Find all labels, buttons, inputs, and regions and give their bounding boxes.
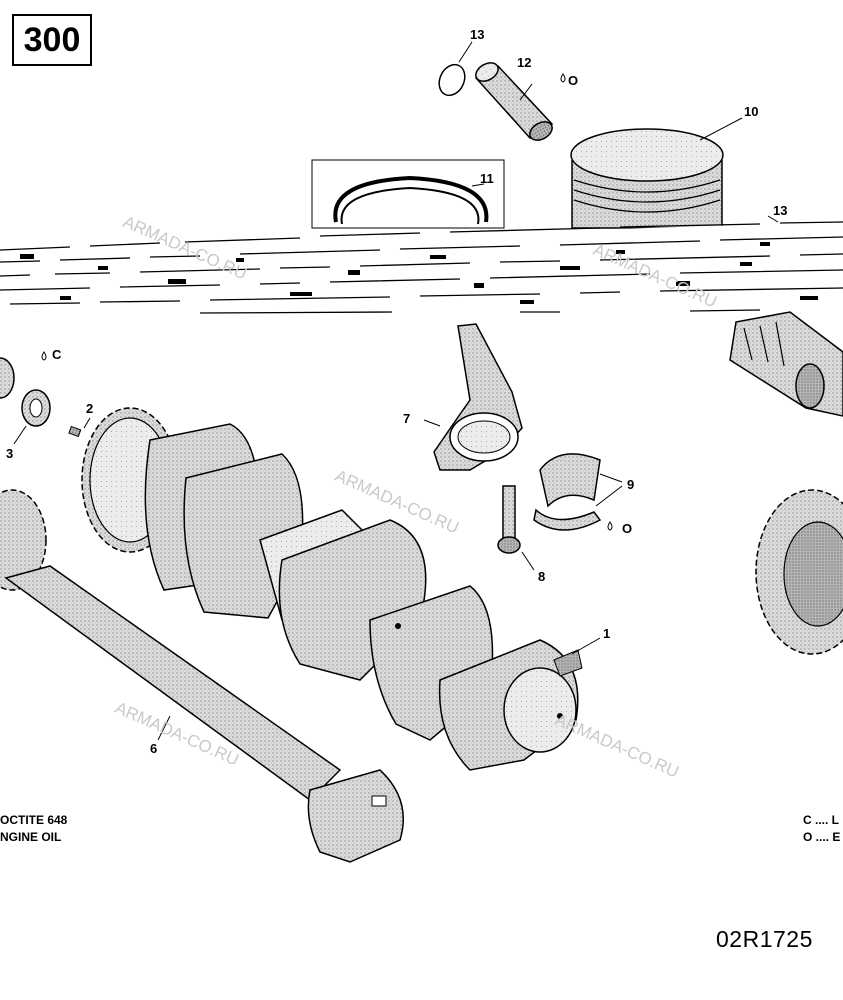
callout-label: 2 [86,401,94,416]
oil-symbol-letter: O [622,521,633,536]
figure-code: 02R1725 [716,926,813,952]
callout-label: 1 [603,626,611,641]
connecting-rod-part [423,323,523,471]
legend-left-line: NGINE OIL [0,830,62,844]
page-code-box: 300 [12,14,92,66]
piston-rings-part [311,159,505,229]
callout-label: 6 [150,741,158,756]
balancer-shaft-end-part [729,311,843,417]
piston-pin-part [474,62,566,141]
bearing-parts-left [0,351,51,445]
dowel-pin-part [68,417,91,438]
callout-label: 8 [538,569,546,584]
callout-label: 12 [517,55,532,70]
callout-label: 13 [773,203,788,218]
con-rod-bearing-part [533,453,623,531]
callout-label: 9 [627,477,635,492]
balancer-shaft-part [0,489,404,863]
piston-part [570,117,743,229]
con-rod-screw-part [497,485,535,571]
callout-label: 13 [470,27,485,42]
legend-left-line: OCTITE 648 [0,813,68,827]
callout-label: 3 [6,446,14,461]
scan-noise-band [0,215,843,330]
legend-left: OCTITE 648 NGINE OIL [0,812,67,846]
crankshaft-part [81,407,601,771]
callout-label: 10 [744,104,759,119]
circlip-part [438,41,473,97]
legend-right-line: O .... E [803,830,841,844]
legend-right: C .... L O .... E [803,812,840,846]
balancer-gear-part [755,489,843,655]
oil-symbol-letter: O [568,73,579,88]
callout-label: 7 [403,411,411,426]
callout-label: 11 [480,171,494,186]
loctite-symbol-letter: C [52,347,62,362]
legend-right-line: C .... L [803,813,839,827]
